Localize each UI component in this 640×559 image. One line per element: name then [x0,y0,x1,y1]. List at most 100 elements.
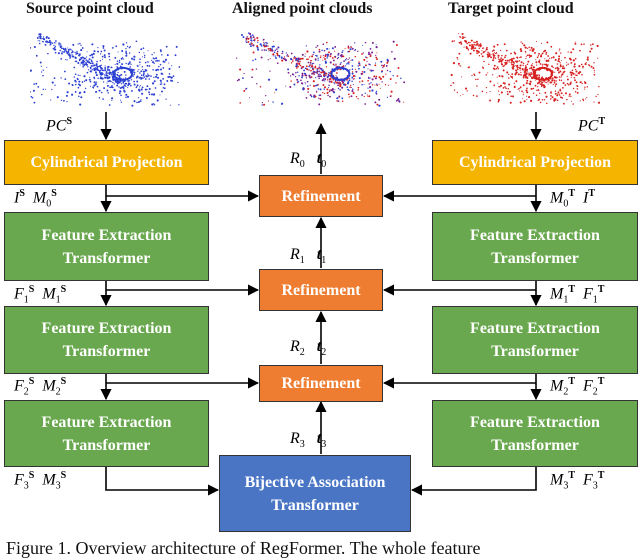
cloud-point [324,58,326,60]
cloud-point [159,94,161,96]
cloud-point [470,48,472,50]
cloud-point [148,93,151,96]
cloud-point [326,91,329,94]
cloud-point [514,52,517,55]
cloud-point [168,75,171,78]
cloud-point [376,103,379,106]
cloud-point [344,65,347,67]
cloud-point [281,59,284,62]
cloud-point [63,51,66,53]
cloud-point [259,86,262,88]
cloud-point [145,75,147,77]
cloud-point [348,79,351,82]
cloud-point [108,55,111,58]
cloud-point [529,80,532,83]
cloud-point [499,86,501,88]
cloud-point [590,65,593,68]
cloud-point [35,54,38,57]
cloud-point [375,90,378,93]
cloud-center [533,66,553,81]
cloud-point [79,42,81,45]
cloud-point [55,42,57,44]
cloud-point [535,40,538,43]
cloud-point [329,61,332,64]
cloud-point [81,57,84,59]
cloud-point [82,59,84,62]
cloud-point [515,71,517,73]
cloud-point [90,59,93,61]
cloud-point [582,98,584,101]
cloud-point [97,77,99,80]
cloud-point [42,88,45,91]
cloud-point [133,100,136,103]
cloud-point [461,32,464,36]
cloud-point [347,58,349,61]
cloud-point [60,77,62,79]
cloud-point [53,44,55,47]
cloud-point [598,85,600,88]
cloud-point [480,53,483,55]
cloud-point [248,43,250,45]
cloud-point [562,94,565,96]
cloud-point [341,51,344,54]
cloud-point [459,65,462,67]
cloud-point [534,84,537,87]
cloud-point [49,44,51,46]
cloud-point [267,48,270,50]
cloud-point [367,95,369,97]
cloud-point [298,75,300,77]
cloud-point [360,72,363,75]
cloud-point [252,44,255,47]
cloud-point [526,72,528,74]
cloud-point [314,66,317,69]
cloud-point [164,58,168,61]
cloud-point [531,49,534,52]
cloud-point [274,49,277,51]
box-line-2: Transformer [62,436,151,454]
cloud-point [560,60,563,62]
cloud-point [536,64,538,66]
cloud-point [572,103,574,105]
cloud-point [526,47,529,50]
cloud-point [553,81,556,84]
cloud-point [469,44,471,47]
cloud-point [292,59,294,61]
cloud-point [119,74,121,76]
cloud-point [583,43,585,45]
cloud-point [472,45,475,48]
cloud-point [93,81,96,84]
cloud-point [584,86,586,88]
cloud-point [326,47,329,50]
cloud-point [316,67,318,69]
cloud-point [530,66,533,69]
cloud-point [382,64,385,68]
cloud-point [120,94,122,97]
cloud-point [570,95,572,98]
cloud-point [351,59,354,61]
cloud-point [559,96,562,99]
box-line-2: Transformer [491,436,579,454]
cloud-point [159,83,162,86]
cloud-point [148,65,151,67]
cloud-point [65,94,68,97]
cloud-point [79,103,82,106]
cloud-point [107,72,109,75]
cloud-point [520,56,522,58]
cloud-point [148,61,150,63]
cloud-point [558,76,561,78]
cloud-point [576,85,579,88]
cloud-point [60,99,63,101]
cloud-point [247,40,250,43]
cloud-point [100,64,102,67]
cloud-point [339,68,342,71]
cloud-point [140,99,142,101]
box-line-1: Feature Extraction [41,413,172,431]
cloud-point [52,47,55,50]
cloud-point [163,83,166,86]
cloud-point [83,75,86,78]
cloud-point [336,81,338,84]
cloud-point [42,37,44,39]
cloud-point [120,99,122,101]
cloud-point [66,91,69,94]
cloud-point [300,82,304,85]
